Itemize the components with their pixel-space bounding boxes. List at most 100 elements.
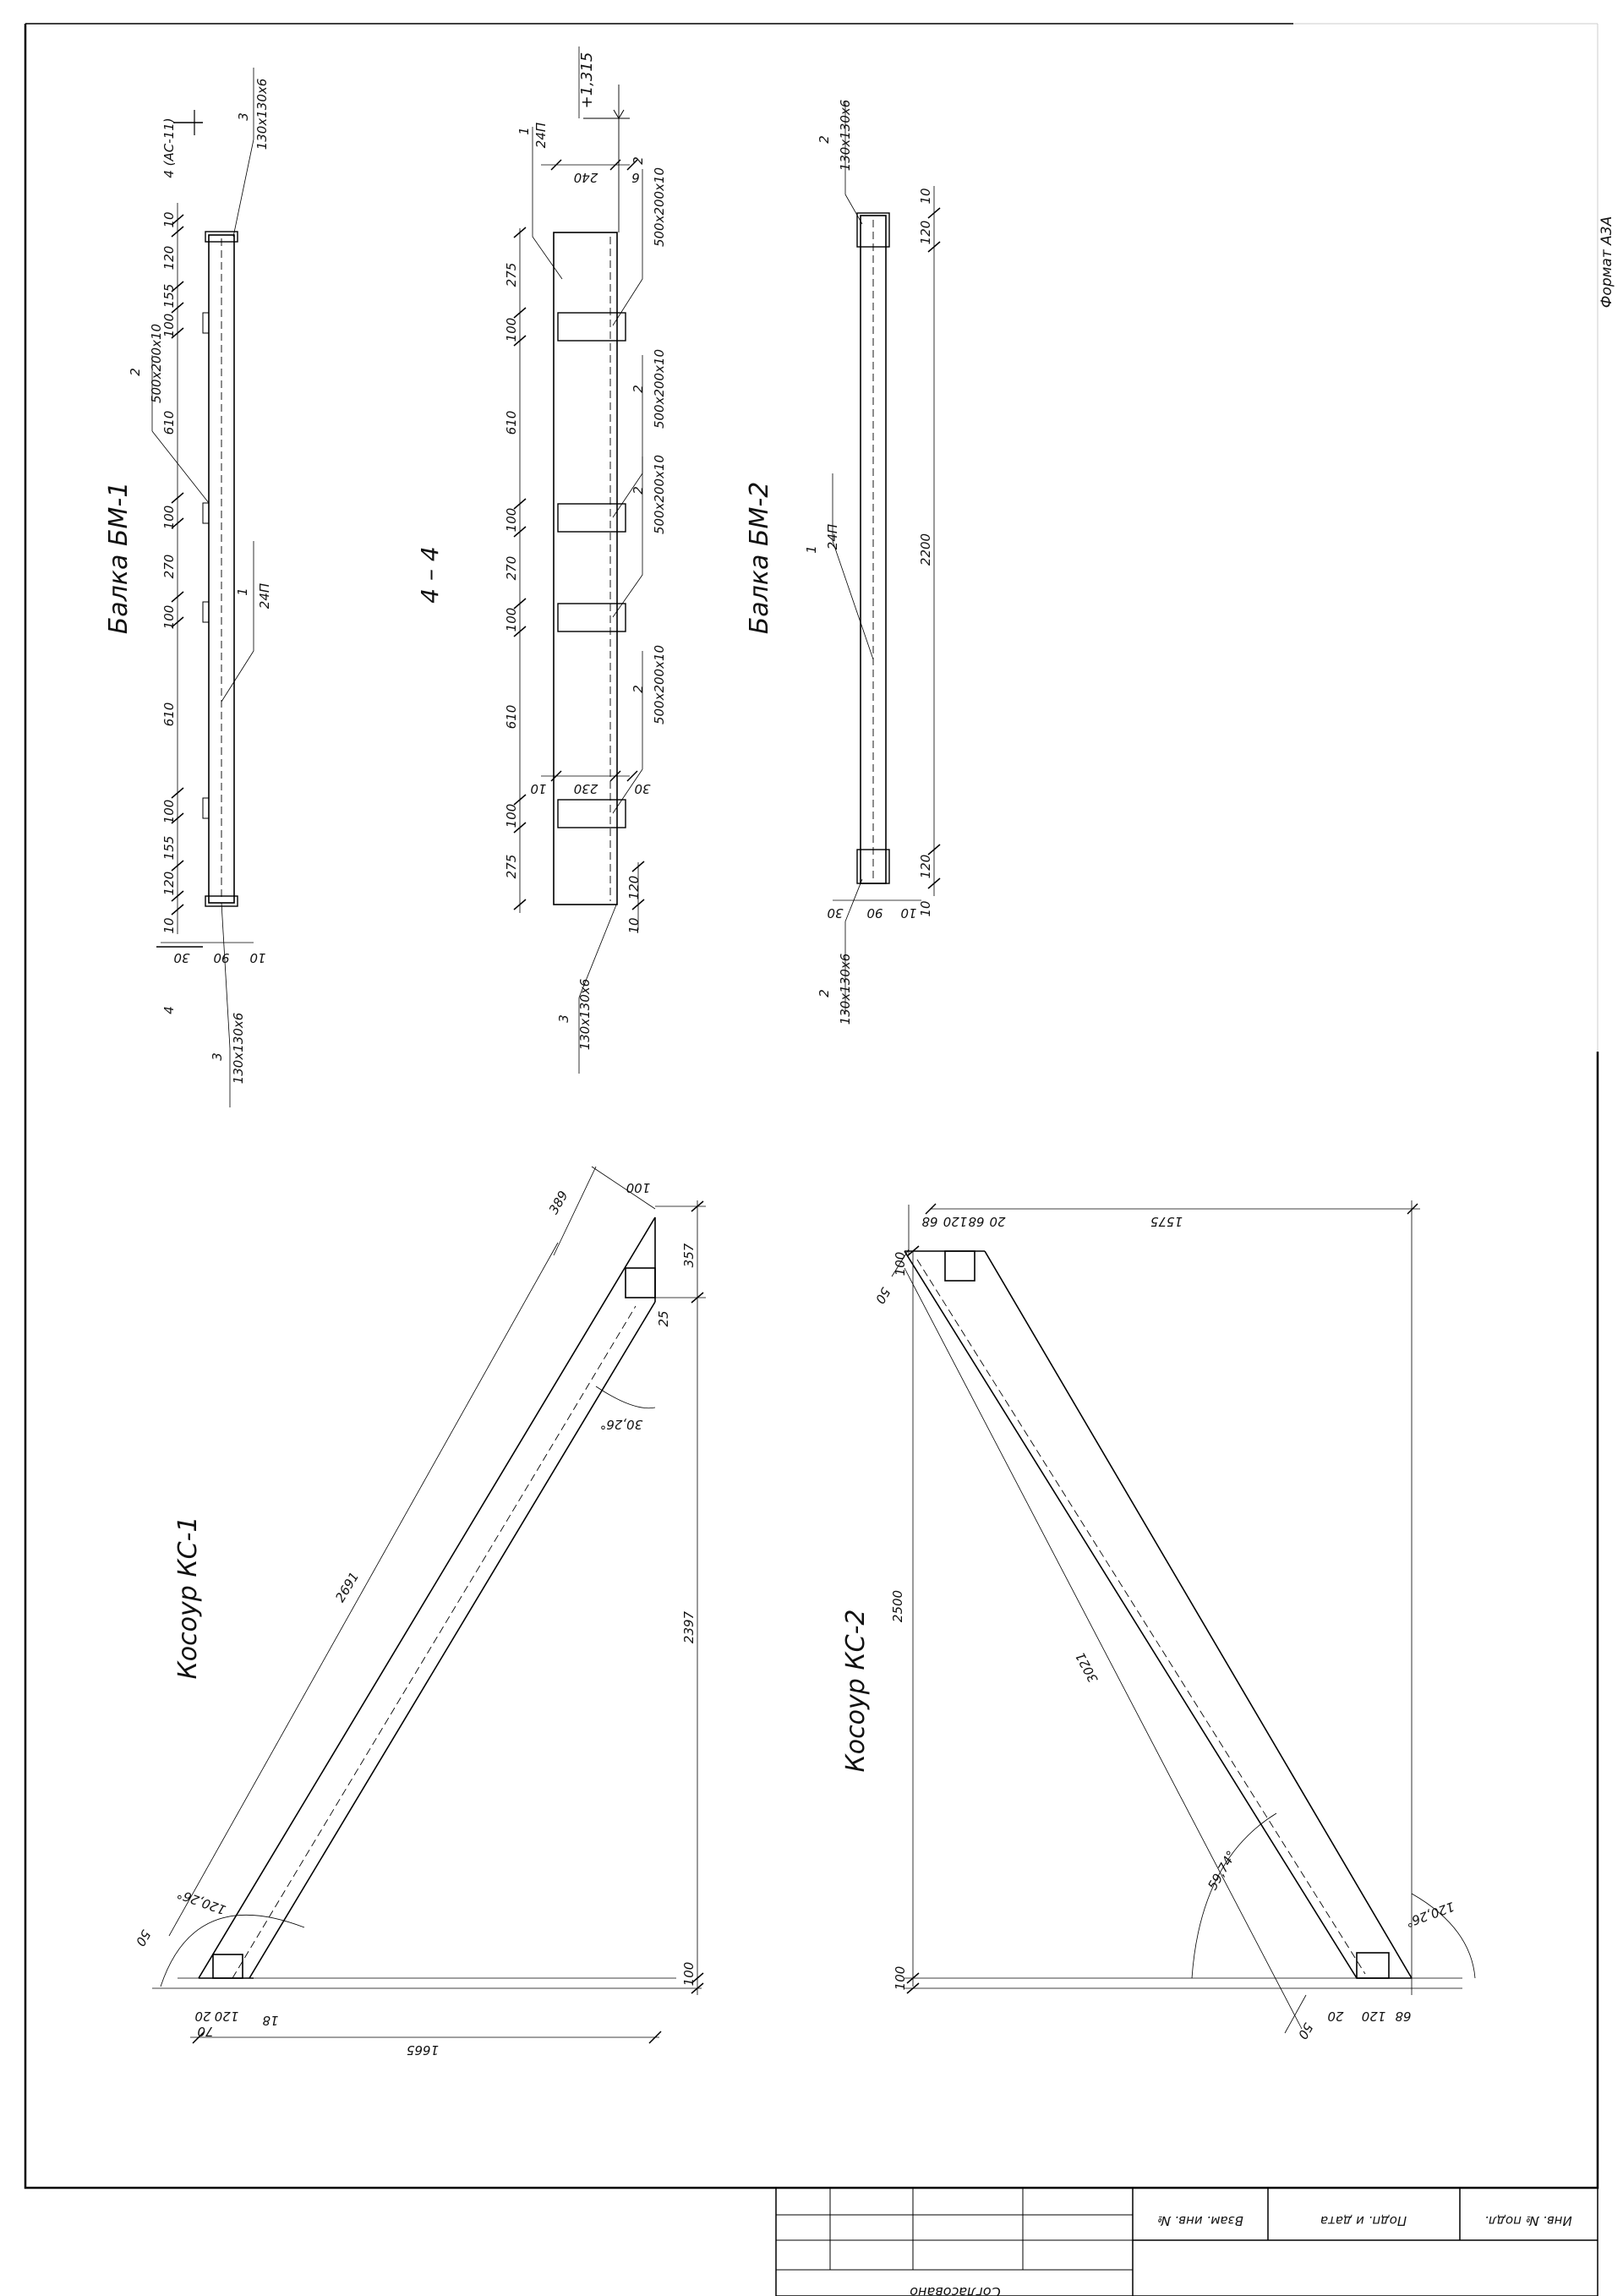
bm1-dim-8: 100 xyxy=(161,605,177,630)
bm2-dim-5: 10 xyxy=(918,900,933,916)
stamp-inv-podl: Инв. № подл. xyxy=(1484,2213,1571,2228)
ks1-right-1: 357 xyxy=(681,1243,697,1267)
ks1-foot-1: 20 xyxy=(194,2009,210,2024)
ks1-right-3: 100 xyxy=(681,1962,697,1987)
s44-plate4-pos: 2 xyxy=(631,685,646,693)
bm2-bottom-1: 30 xyxy=(827,905,843,921)
bm2-dims: 10 120 2200 120 10 30 90 10 2 130x130x6 … xyxy=(804,100,933,1025)
ks2-top-3: 68 xyxy=(968,1214,984,1229)
ks2-top-2: 120 xyxy=(943,1214,968,1229)
s44-bottom-3: 30 xyxy=(634,781,650,796)
bm2-plate-top-pos: 2 xyxy=(817,135,832,144)
bm1-dim-1: 10 xyxy=(161,211,177,227)
bm1-stiffener-pos: 2 xyxy=(128,368,143,376)
s44-plate3-pos: 2 xyxy=(631,486,646,495)
bm2-dim-3: 2200 xyxy=(918,533,933,566)
ks1-height: 2397 xyxy=(681,1610,697,1643)
s44-top-2: 6 xyxy=(631,170,640,185)
ks2-dims: 3021 2500 1575 68 120 68 20 100 50 100 5… xyxy=(872,1214,1456,2042)
bm1-section-mark: 4 xyxy=(161,1006,177,1014)
bm2-title: Балка БМ-2 xyxy=(745,482,774,635)
s44-plate3-size: 500x200x10 xyxy=(652,455,667,534)
stamp-podp-data: Подп. и дата xyxy=(1320,2213,1407,2228)
bm2-plate-bottom-pos: 2 xyxy=(817,989,832,998)
bm1-dim-3: 155 xyxy=(161,284,177,309)
stringer-ks2 xyxy=(891,1200,1476,2034)
bm1-dim-9: 610 xyxy=(161,702,177,727)
s44-channel-size: 24П xyxy=(533,123,549,148)
s44-bottom-2: 230 xyxy=(574,781,598,796)
s44-dim-5: 270 xyxy=(504,556,519,581)
bm1-dim-6: 100 xyxy=(161,506,177,530)
s44-channel-pos: 1 xyxy=(516,127,532,135)
ks1-foot-2: 120 xyxy=(215,2009,239,2024)
s44-dim-6: 100 xyxy=(504,608,519,632)
s44-plate1-size: 500x200x10 xyxy=(652,167,667,247)
s44-dim-2: 100 xyxy=(504,318,519,342)
section-4-4 xyxy=(513,46,645,1074)
bm1-stiffener-size: 500x200x10 xyxy=(149,324,164,403)
bm1-dim-7: 270 xyxy=(161,555,177,579)
s44-plate2-size: 500x200x10 xyxy=(652,349,667,429)
s44-plate2-pos: 2 xyxy=(631,385,646,393)
bm1-channel-pos: 1 xyxy=(235,588,250,596)
beam-bm2 xyxy=(832,101,941,1014)
bm1-title: Балка БМ-1 xyxy=(104,482,134,635)
section44-title: 4 – 4 xyxy=(416,546,444,603)
title-stamp xyxy=(775,2187,1598,2296)
ks2-angle-mid: 59,74° xyxy=(1205,1848,1239,1893)
bm1-dim-13: 10 xyxy=(161,917,177,933)
bm2-plate-bottom-size: 130x130x6 xyxy=(838,954,853,1025)
s44-plate4-size: 500x200x10 xyxy=(652,645,667,724)
ks2-foot-4: 68 xyxy=(1395,2009,1411,2024)
bm1-plate-top-pos: 3 xyxy=(236,112,251,121)
bm1-dim-5: 610 xyxy=(161,411,177,435)
s44-dim-9: 275 xyxy=(504,855,519,879)
bm1-plate-bottom-size: 130x130x6 xyxy=(231,1013,246,1085)
ks2-left-1: 100 xyxy=(893,1252,908,1276)
ks1-angle-bottom: 120,26° xyxy=(175,1886,228,1917)
bm1-dim-10: 100 xyxy=(161,800,177,824)
ks2-foot-1: 50 xyxy=(1295,2020,1316,2042)
ks1-top-2: 100 xyxy=(626,1180,651,1195)
bm1-dim-11: 155 xyxy=(161,836,177,861)
ks2-length: 3021 xyxy=(1073,1649,1101,1685)
s44-elevation: +1,315 xyxy=(578,52,596,109)
bm1-dim-12: 120 xyxy=(161,872,177,896)
s44-dim-7: 610 xyxy=(504,705,519,730)
bm2-dim-4: 120 xyxy=(918,855,933,879)
ks2-foot-3: 120 xyxy=(1362,2009,1386,2024)
ks1-title: Косоур КС-1 xyxy=(173,1517,203,1680)
beam-bm1 xyxy=(151,68,254,1107)
s44-plate1-pos: 2 xyxy=(631,156,646,165)
ks1-end: 50 xyxy=(133,1927,154,1949)
s44-dim-8: 100 xyxy=(504,804,519,828)
stamp-vzam-inv: Взам. инв. № xyxy=(1157,2213,1243,2228)
bm2-channel-size: 24П xyxy=(825,524,840,549)
s44-bottom-1: 10 xyxy=(530,781,546,796)
bm1-channel-size: 24П xyxy=(257,583,272,609)
sheet-frame xyxy=(24,23,1599,2189)
bm1-bottom-2: 90 xyxy=(213,950,229,965)
section44-dims: 275 100 610 100 270 100 610 100 275 240 … xyxy=(504,52,667,1051)
bm1-dim-2: 120 xyxy=(161,246,177,271)
s44-dim-1: 275 xyxy=(504,263,519,287)
bm2-bottom-3: 10 xyxy=(900,905,916,921)
bm2-dim-1: 10 xyxy=(918,188,933,204)
ks2-left-3: 100 xyxy=(893,1966,908,1991)
format-label: Формат А3А xyxy=(1598,216,1615,308)
stamp-soglasovano: Согласовано xyxy=(910,2284,1001,2296)
bm2-bottom-2: 90 xyxy=(866,905,883,921)
bm2-dim-2: 120 xyxy=(918,221,933,245)
bm1-dim-4: 100 xyxy=(161,314,177,338)
ks1-foot-4: 18 xyxy=(262,2013,278,2028)
bm1-plate-top-size: 130x130x6 xyxy=(254,79,270,150)
bm1-section-ref: 4 (АС-11) xyxy=(161,118,177,178)
bm2-plate-top-size: 130x130x6 xyxy=(838,100,853,172)
s44-endplate-pos: 3 xyxy=(556,1014,571,1023)
ks1-base: 1665 xyxy=(407,2042,439,2058)
s44-end-2: 120 xyxy=(626,876,642,900)
s44-dim-3: 610 xyxy=(504,411,519,435)
ks2-top-1: 68 xyxy=(921,1214,937,1229)
